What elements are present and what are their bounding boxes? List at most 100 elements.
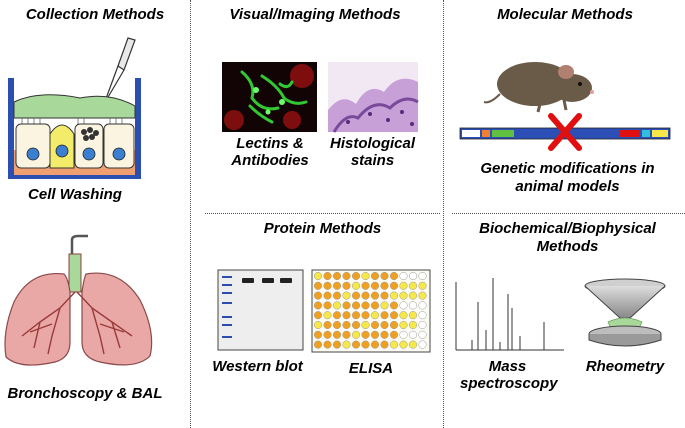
elisa-well <box>323 301 332 310</box>
protein-methods-title: Protein Methods <box>263 220 382 237</box>
elisa-well <box>389 340 399 349</box>
mouse-icon <box>483 62 594 113</box>
elisa-well <box>361 330 370 339</box>
histological-stains-image <box>328 62 419 133</box>
elisa-well <box>351 291 361 300</box>
elisa-well <box>399 271 408 281</box>
elisa-well <box>342 340 351 349</box>
elisa-well <box>399 320 408 330</box>
elisa-well <box>361 340 370 349</box>
elisa-well <box>399 311 408 320</box>
western-blot-label: Western blot <box>212 358 303 375</box>
elisa-well <box>408 301 418 310</box>
elisa-well <box>380 301 389 310</box>
elisa-well <box>313 291 323 300</box>
elisa-well <box>389 320 399 330</box>
rheometry-label: Rheometry <box>585 358 665 375</box>
elisa-well <box>342 291 351 300</box>
elisa-well <box>313 320 323 330</box>
elisa-well <box>342 271 351 281</box>
elisa-well <box>351 271 361 281</box>
elisa-well <box>323 311 332 320</box>
mass-label-line2: spectroscopy <box>460 375 558 392</box>
elisa-well <box>351 281 361 290</box>
elisa-well <box>380 311 389 320</box>
elisa-well <box>342 281 351 290</box>
histo-label-line1: Histological <box>329 135 415 152</box>
elisa-well <box>351 330 361 339</box>
elisa-well <box>399 330 408 339</box>
elisa-well <box>408 281 418 290</box>
elisa-well <box>408 340 418 349</box>
lungs-illustration <box>4 234 153 366</box>
elisa-well <box>418 320 427 330</box>
bronchoscopy-label: Bronchoscopy & BAL <box>7 385 163 402</box>
elisa-well <box>418 281 427 290</box>
elisa-well <box>389 301 399 310</box>
rheometer-image <box>584 278 666 347</box>
elisa-well <box>389 330 399 339</box>
divider-right <box>443 0 444 428</box>
elisa-well <box>389 271 399 281</box>
elisa-well <box>342 301 351 310</box>
collection-methods-title: Collection Methods <box>25 6 165 23</box>
elisa-well <box>313 301 323 310</box>
mass-spectrum-image <box>455 278 564 351</box>
elisa-well <box>389 311 399 320</box>
elisa-well <box>399 281 408 290</box>
genetic-label-line2: animal models <box>515 178 620 195</box>
elisa-well <box>370 281 380 290</box>
elisa-well <box>361 320 370 330</box>
knockout-cross-icon <box>548 113 582 151</box>
elisa-well <box>399 291 408 300</box>
elisa-well <box>332 311 342 320</box>
elisa-well <box>323 330 332 339</box>
lectins-antibodies-image <box>222 62 317 132</box>
elisa-well <box>361 271 370 281</box>
divider-right-horizontal <box>452 213 685 214</box>
elisa-well <box>370 291 380 300</box>
elisa-well <box>342 320 351 330</box>
elisa-well <box>399 340 408 349</box>
elisa-well <box>361 301 370 310</box>
elisa-well <box>351 320 361 330</box>
elisa-well <box>380 340 389 349</box>
elisa-well <box>380 281 389 290</box>
divider-middle-horizontal <box>205 213 440 214</box>
elisa-label: ELISA <box>348 360 394 377</box>
biochem-title-line1: Biochemical/Biophysical <box>479 220 656 237</box>
elisa-well <box>361 291 370 300</box>
elisa-well <box>418 271 427 281</box>
elisa-well <box>380 320 389 330</box>
mass-label-line1: Mass <box>488 358 527 375</box>
elisa-well <box>361 281 370 290</box>
elisa-well <box>418 291 427 300</box>
divider-left <box>190 0 191 428</box>
elisa-well <box>408 330 418 339</box>
molecular-methods-title: Molecular Methods <box>497 6 633 23</box>
elisa-well <box>332 340 342 349</box>
elisa-well <box>408 291 418 300</box>
elisa-well <box>323 291 332 300</box>
elisa-well <box>313 330 323 339</box>
elisa-well <box>313 311 323 320</box>
elisa-well <box>332 330 342 339</box>
lectins-label-line2: Antibodies <box>231 152 309 169</box>
elisa-well <box>332 271 342 281</box>
elisa-well <box>332 291 342 300</box>
elisa-well <box>418 301 427 310</box>
elisa-well <box>380 330 389 339</box>
elisa-well <box>389 281 399 290</box>
elisa-well <box>370 330 380 339</box>
elisa-well <box>332 320 342 330</box>
elisa-well <box>313 271 323 281</box>
elisa-well <box>408 271 418 281</box>
elisa-well <box>323 281 332 290</box>
elisa-well <box>323 320 332 330</box>
elisa-well <box>380 271 389 281</box>
elisa-well <box>399 301 408 310</box>
elisa-well <box>418 311 427 320</box>
genetic-label-line1: Genetic modifications in <box>480 160 655 177</box>
histo-label-line2: stains <box>350 152 395 169</box>
elisa-well <box>313 281 323 290</box>
